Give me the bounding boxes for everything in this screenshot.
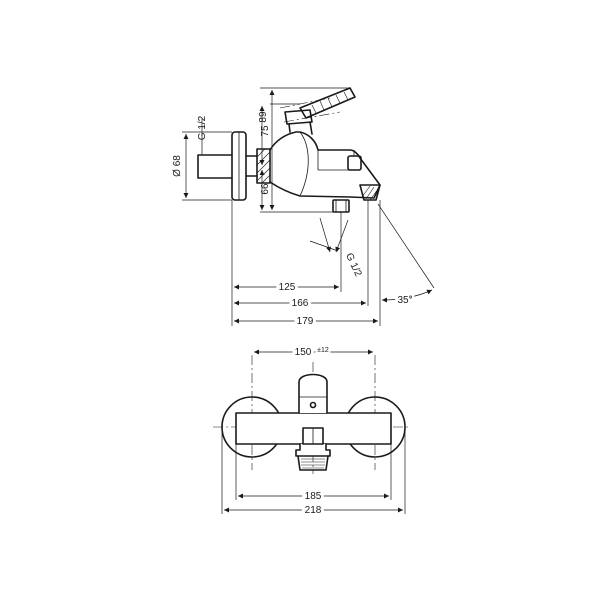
dim-label-angle: 35° [397,295,412,306]
dim-label-height-75: 75 [260,125,271,137]
dim-label-width-218: 218 [305,505,322,516]
lever-handle [299,87,356,119]
mixer-body [269,131,381,199]
dim-label-length-179: 179 [297,316,314,327]
wall-connector-stub [197,154,233,179]
dim-label-diameter: Ø 68 [172,155,183,177]
diverter-knob [347,150,362,171]
dim-label-length-166: 166 [292,298,309,309]
dim-label-length-125: 125 [279,282,296,293]
lever-open-position [279,97,341,123]
dim-label-thread-outlet: G 1/2 [343,252,363,279]
front-lever [298,373,328,414]
side-view: 89 75 66 Ø 68 G 1/2 G 1/2 125 166 179 [172,87,435,330]
shower-outlet [332,199,350,213]
dim-label-thread-wall: G 1/2 [197,115,208,140]
dim-label-height-66: 66 [260,183,271,195]
dim-label-centers-tolerance: ±12 [317,347,329,354]
wall-rosette [231,131,247,201]
lever-cartridge [284,109,313,135]
dim-label-height-89: 89 [258,111,269,123]
dim-label-centers: 150 [295,347,312,358]
front-outlet [295,427,331,471]
front-view: 150 ±12 185 218 [213,344,410,519]
hex-nut [256,148,271,184]
spout-outlet [359,184,381,201]
dim-label-width-185: 185 [305,491,322,502]
